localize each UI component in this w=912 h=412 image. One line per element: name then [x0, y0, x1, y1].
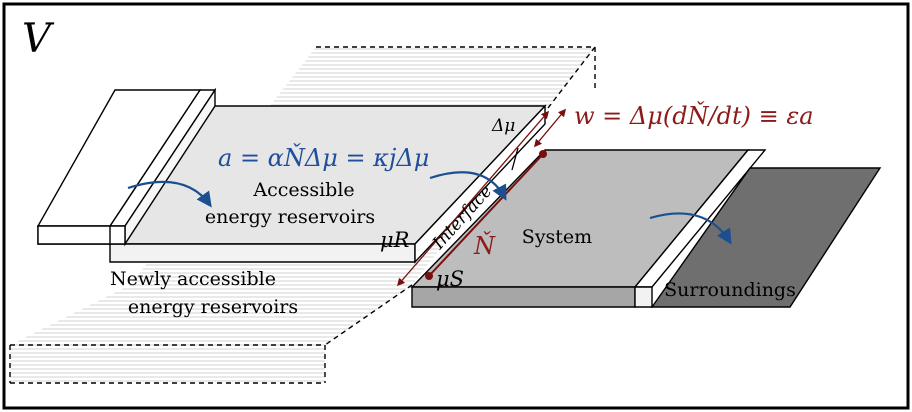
delta-mu-tick: [511, 147, 519, 171]
accessible-label-line1: Accessible: [252, 179, 354, 201]
flow-arrow-surroundings: [649, 212, 732, 245]
interface-point-top: [539, 150, 547, 158]
n-extent-arrow: [396, 110, 550, 287]
left-white-bar: [36, 87, 217, 247]
rate-equation: a = αŇΔμ = κjΔμ: [218, 143, 429, 172]
n-check-label: Ň: [473, 231, 496, 260]
flow-arrow-accessible: [127, 180, 212, 208]
surroundings-slab: [650, 167, 882, 308]
volume-label: V: [22, 16, 55, 62]
w-arrow: [534, 108, 566, 148]
delta-mu-label: Δμ: [491, 116, 515, 136]
mu-r-label: μR: [380, 228, 410, 252]
flow-arrow-interface: [429, 171, 507, 201]
accessible-label-line2: energy reservoirs: [205, 206, 375, 228]
newly-label-line2: energy reservoirs: [128, 296, 298, 318]
system-label: System: [522, 226, 592, 248]
newly-label-line1: Newly accessible: [110, 268, 276, 290]
interface-point-bottom: [425, 272, 433, 280]
surroundings-label: Surroundings: [664, 279, 796, 301]
work-equation: w = Δμ(dŇ/dt) ≡ εa: [574, 101, 814, 130]
mu-s-label: μS: [436, 267, 464, 291]
